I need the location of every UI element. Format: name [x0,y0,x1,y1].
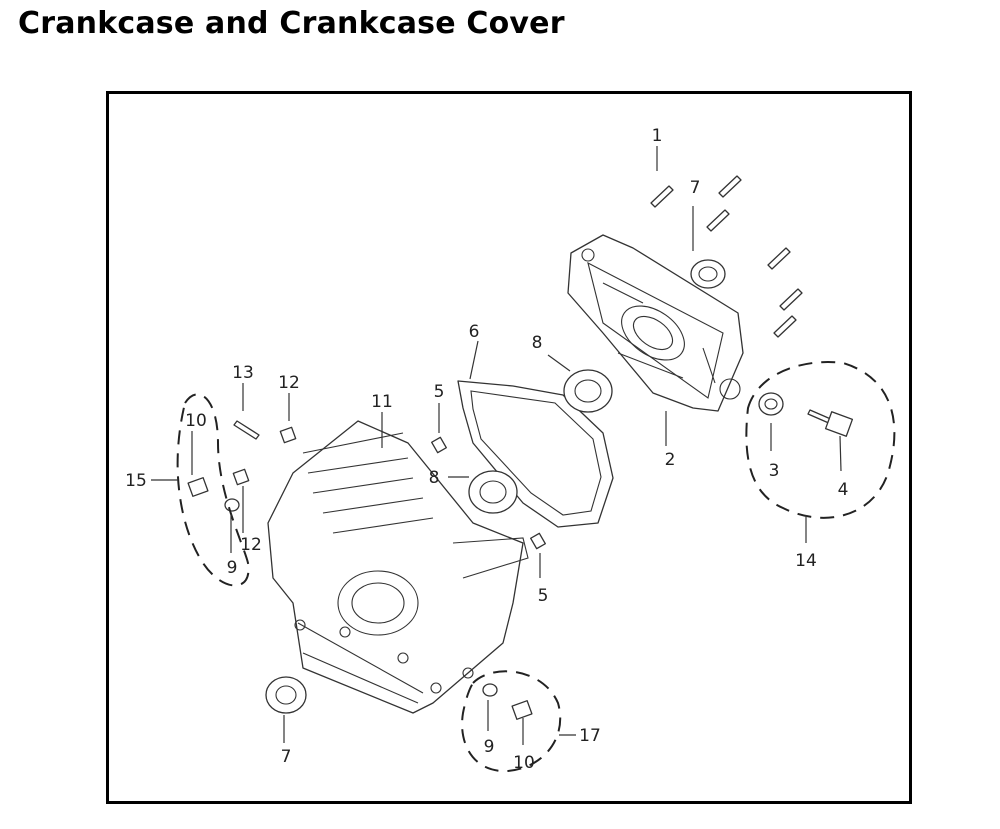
oil-seals [265,259,726,714]
callout-9-bottom: 9 [484,737,495,757]
crankcase-cover [567,234,744,412]
callout-11: 11 [371,392,393,412]
callout-labels: 1 2 3 4 5 5 6 7 7 8 8 9 9 10 10 11 12 12… [125,126,848,773]
callout-9-left: 9 [227,558,238,578]
gasket [457,380,614,528]
callout-8-mid: 8 [429,468,440,488]
callout-3: 3 [769,461,780,481]
callout-17: 17 [579,726,601,746]
page-title: Crankcase and Crankcase Cover [18,6,565,41]
callout-12-top: 12 [278,373,300,393]
callout-8-top: 8 [532,333,543,353]
callout-10-bottom: 10 [513,753,535,773]
callout-7-bottom: 7 [281,747,292,767]
crankcase [267,420,529,714]
callout-14: 14 [795,551,817,571]
callout-2: 2 [665,450,676,470]
group-15-outline [176,393,250,587]
group-14-outline [745,361,896,519]
callout-1: 1 [652,126,663,146]
callout-5-top: 5 [434,382,445,402]
callout-7-top: 7 [690,178,701,198]
exploded-parts-diagram: 1 2 3 4 5 5 6 7 7 8 8 9 9 10 10 11 12 12… [125,126,896,773]
callout-13: 13 [232,363,254,383]
diagram-frame: 1 2 3 4 5 5 6 7 7 8 8 9 9 10 10 11 12 12… [106,91,912,804]
leader-lines [151,146,842,745]
callout-6: 6 [469,322,480,342]
callout-4: 4 [838,480,849,500]
cover-bolts [650,175,803,338]
callout-12-bottom: 12 [240,535,262,555]
callout-10-left: 10 [185,411,207,431]
small-parts [187,392,854,720]
callout-15: 15 [125,471,147,491]
group-17-outline [461,670,562,773]
callout-5-bottom: 5 [538,586,549,606]
